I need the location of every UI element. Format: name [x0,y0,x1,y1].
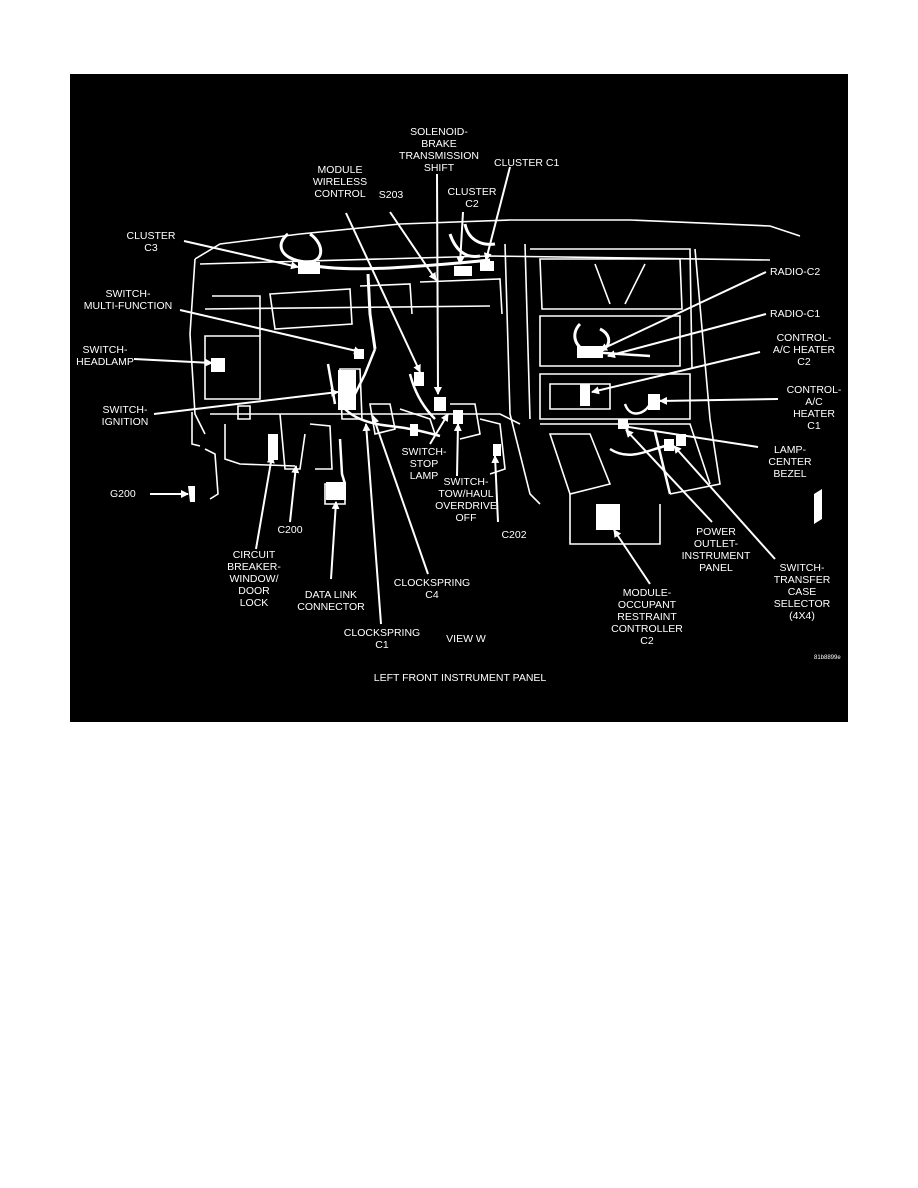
label-data-link-connector: DATA LINK CONNECTOR [297,589,365,613]
label-clockspring-c4: CLOCKSPRING C4 [393,577,471,601]
dashboard-outline [188,219,822,545]
label-switch-ignition: SWITCH- IGNITION [101,404,149,428]
label-switch-multi-function: SWITCH- MULTI-FUNCTION [83,288,173,312]
diagram-linework [133,166,822,625]
label-solenoid-brake-transmission-shift: SOLENOID- BRAKE TRANSMISSION SHIFT [399,126,479,174]
label-clockspring-c1: CLOCKSPRING C1 [343,627,421,651]
label-s203: S203 [378,189,404,201]
instrument-panel-diagram: SOLENOID- BRAKE TRANSMISSION SHIFT CLUST… [70,74,848,722]
label-g200: G200 [110,488,136,500]
label-module-occupant-restraint-controller-c2: MODULE- OCCUPANT RESTRAINT CONTROLLER C2 [611,587,683,647]
label-lamp-center-bezel: LAMP- CENTER BEZEL [768,444,812,480]
label-control-ac-heater-c2: CONTROL- A/C HEATER C2 [772,332,836,368]
label-cluster-c2: CLUSTER C2 [447,186,497,210]
label-radio-c1: RADIO-C1 [770,308,821,320]
label-switch-stop-lamp: SWITCH- STOP LAMP [401,446,447,482]
label-radio-c2: RADIO-C2 [770,266,821,278]
label-switch-tow-haul-overdrive-off: SWITCH- TOW/HAUL OVERDRIVE OFF [435,476,497,524]
label-c200: C200 [277,524,303,536]
label-view-w: VIEW W [446,633,486,645]
label-cluster-c3: CLUSTER C3 [126,230,176,254]
label-switch-headlamp: SWITCH- HEADLAMP [76,344,134,368]
label-circuit-breaker-window-door-lock: CIRCUIT BREAKER- WINDOW/ DOOR LOCK [227,549,281,609]
figure-code: 81b8899e [814,655,841,661]
label-cluster-c1: CLUSTER C1 [494,157,560,169]
label-switch-transfer-case-selector: SWITCH- TRANSFER CASE SELECTOR (4X4) [773,562,831,622]
label-power-outlet-instrument-panel: POWER OUTLET- INSTRUMENT PANEL [681,526,751,574]
leader-arrows [133,166,779,625]
label-control-ac-heater-c1: CONTROL- A/C HEATER C1 [786,384,842,432]
diagram-title: LEFT FRONT INSTRUMENT PANEL [373,672,547,684]
label-module-wireless-control: MODULE WIRELESS CONTROL [312,164,368,200]
label-c202: C202 [501,529,527,541]
